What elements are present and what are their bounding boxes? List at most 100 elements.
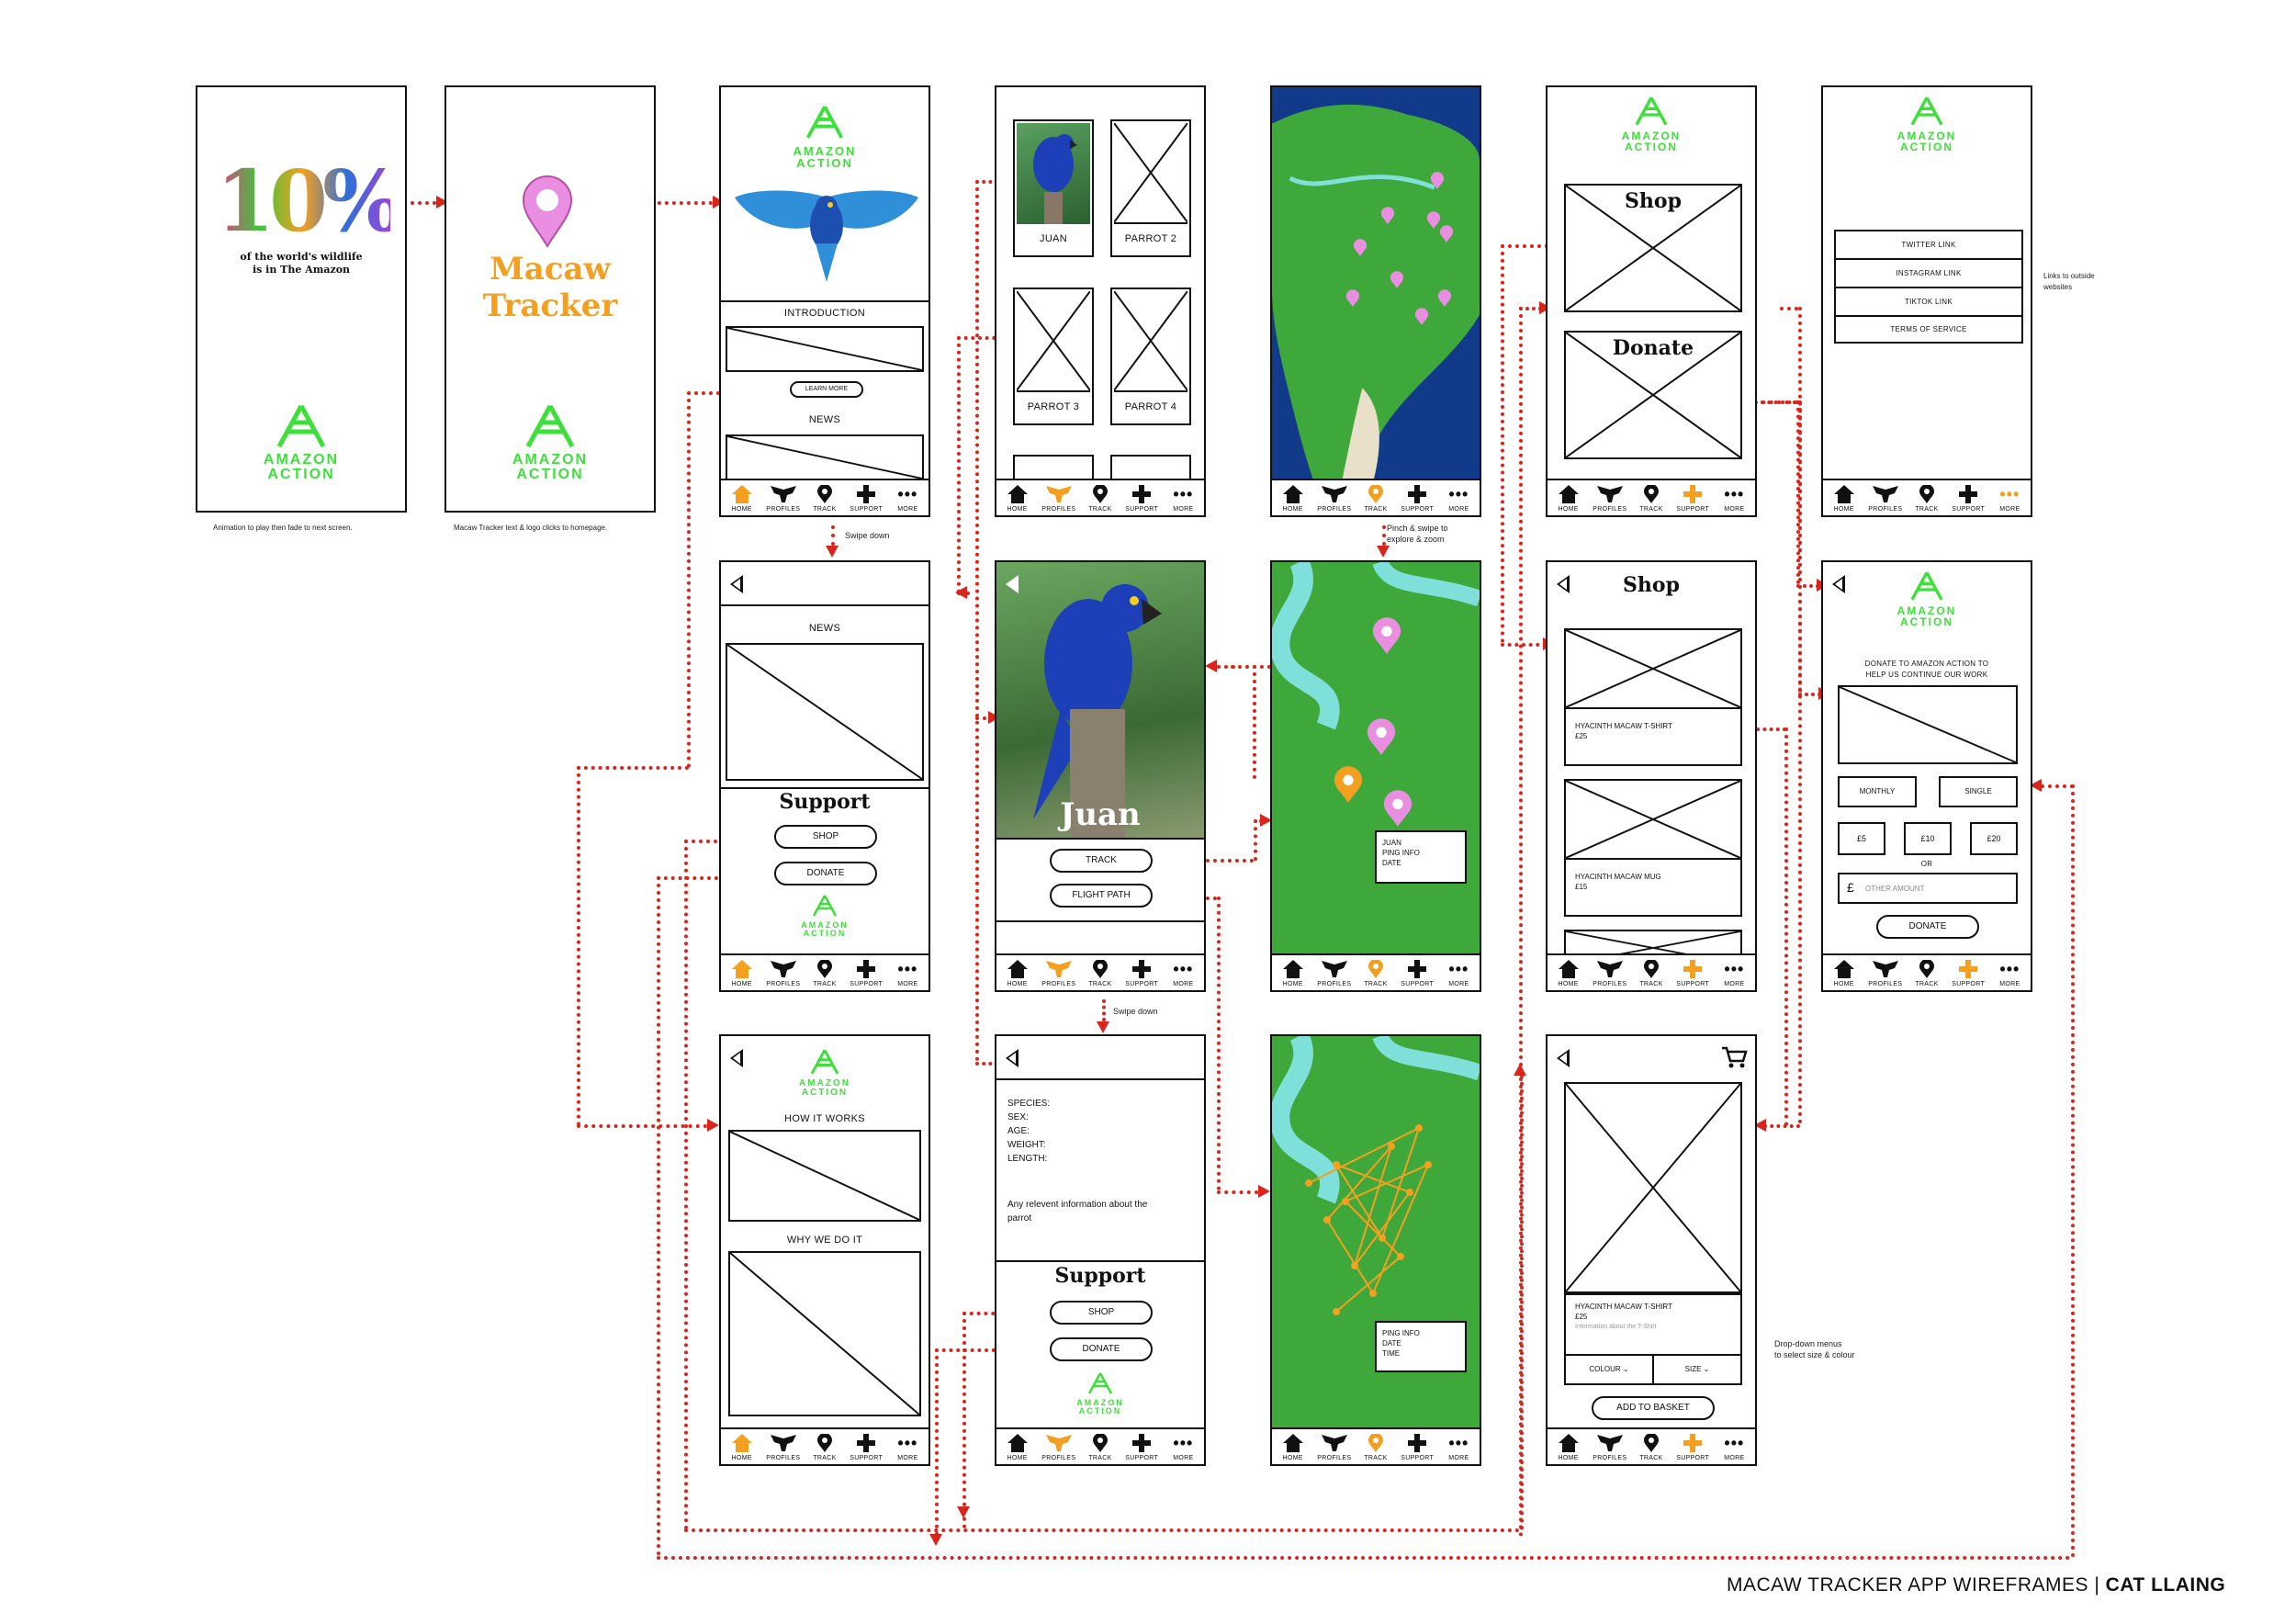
nav-support[interactable]: SUPPORT xyxy=(1399,1433,1435,1461)
flight-path-button[interactable]: FLIGHT PATH xyxy=(1050,884,1153,908)
nav-home[interactable]: HOME xyxy=(999,484,1036,513)
donate-button[interactable]: DONATE xyxy=(1050,1337,1153,1361)
back-icon[interactable] xyxy=(1832,575,1845,593)
nav-profiles[interactable]: PROFILES xyxy=(1041,484,1077,513)
pin-icon[interactable] xyxy=(1382,790,1413,829)
nav-support[interactable]: SUPPORT xyxy=(1399,484,1435,513)
other-amount-input[interactable]: £ OTHER AMOUNT xyxy=(1838,873,2018,904)
nav-support[interactable]: SUPPORT xyxy=(1123,484,1160,513)
nav-more[interactable]: •••MORE xyxy=(1724,960,1745,987)
amount-10[interactable]: £10 xyxy=(1904,822,1952,855)
back-icon[interactable] xyxy=(1557,575,1570,593)
nav-track[interactable]: TRACK xyxy=(1082,959,1119,987)
nav-home[interactable]: HOME xyxy=(1550,959,1587,987)
profile-card-juan[interactable]: JUAN xyxy=(1013,119,1094,257)
nav-profiles[interactable]: PROFILES xyxy=(1867,959,1904,987)
nav-more[interactable]: •••MORE xyxy=(1448,960,1469,987)
nav-track[interactable]: TRACK xyxy=(1357,484,1394,513)
nav-support[interactable]: SUPPORT xyxy=(1674,1433,1711,1461)
monthly-option[interactable]: MONTHLY xyxy=(1838,776,1917,807)
nav-support[interactable]: SUPPORT xyxy=(848,1433,884,1461)
nav-support[interactable]: SUPPORT xyxy=(1399,959,1435,987)
pin-icon[interactable] xyxy=(1366,718,1397,757)
pin-icon[interactable] xyxy=(1430,172,1445,190)
nav-more[interactable]: •••MORE xyxy=(897,960,918,987)
nav-track[interactable]: TRACK xyxy=(806,484,843,513)
nav-track[interactable]: TRACK xyxy=(1633,1433,1670,1461)
pin-icon[interactable] xyxy=(1371,617,1402,656)
nav-profiles[interactable]: PROFILES xyxy=(1316,484,1353,513)
south-america-map[interactable] xyxy=(1272,87,1480,515)
nav-home[interactable]: HOME xyxy=(724,484,760,513)
learn-more-button[interactable]: LEARN MORE xyxy=(790,381,863,398)
nav-profiles[interactable]: PROFILES xyxy=(1041,1433,1077,1461)
single-option[interactable]: SINGLE xyxy=(1939,776,2018,807)
pin-icon[interactable] xyxy=(1380,207,1395,225)
shop-button[interactable]: SHOP xyxy=(774,825,877,849)
amazon-action-logo[interactable]: AMAZON ACTION xyxy=(446,404,654,482)
shop-tile[interactable]: Shop xyxy=(1564,184,1742,312)
tracker-title-2[interactable]: Tracker xyxy=(482,288,618,324)
product-card-tshirt[interactable]: HYACINTH MACAW T-SHIRT £25 xyxy=(1564,628,1742,766)
tiktok-link[interactable]: TIKTOK LINK xyxy=(1836,288,2021,317)
profile-card-4[interactable]: PARROT 4 xyxy=(1110,288,1191,425)
nav-profiles[interactable]: PROFILES xyxy=(1041,959,1077,987)
nav-support[interactable]: SUPPORT xyxy=(1950,959,1986,987)
nav-home[interactable]: HOME xyxy=(1826,484,1863,513)
profile-card-2[interactable]: PARROT 2 xyxy=(1110,119,1191,257)
donate-submit-button[interactable]: DONATE xyxy=(1876,915,1979,939)
nav-home[interactable]: HOME xyxy=(1550,1433,1587,1461)
back-icon[interactable] xyxy=(1557,1049,1570,1067)
nav-track[interactable]: TRACK xyxy=(1908,484,1945,513)
pin-icon[interactable] xyxy=(1390,271,1404,289)
nav-home[interactable]: HOME xyxy=(724,1433,760,1461)
product-card-mug[interactable]: HYACINTH MACAW MUG £15 xyxy=(1564,779,1742,917)
nav-profiles[interactable]: PROFILES xyxy=(1592,1433,1628,1461)
nav-track[interactable]: TRACK xyxy=(1082,484,1119,513)
nav-more[interactable]: •••MORE xyxy=(1448,485,1469,513)
nav-home[interactable]: HOME xyxy=(1275,959,1311,987)
nav-home[interactable]: HOME xyxy=(1826,959,1863,987)
nav-profiles[interactable]: PROFILES xyxy=(1592,484,1628,513)
donate-button[interactable]: DONATE xyxy=(774,862,877,885)
pin-icon[interactable] xyxy=(1426,211,1441,230)
profile-card-3[interactable]: PARROT 3 xyxy=(1013,288,1094,425)
nav-support[interactable]: SUPPORT xyxy=(848,484,884,513)
nav-home[interactable]: HOME xyxy=(1550,484,1587,513)
nav-home[interactable]: HOME xyxy=(724,959,760,987)
nav-more[interactable]: •••MORE xyxy=(1173,1434,1194,1461)
nav-support[interactable]: SUPPORT xyxy=(848,959,884,987)
pin-icon[interactable] xyxy=(1414,308,1429,326)
donate-tile[interactable]: Donate xyxy=(1564,331,1742,459)
tracker-title-1[interactable]: Macaw xyxy=(490,251,611,288)
cart-icon[interactable] xyxy=(1720,1045,1748,1069)
nav-profiles[interactable]: PROFILES xyxy=(1316,959,1353,987)
nav-more[interactable]: •••MORE xyxy=(1448,1434,1469,1461)
nav-track[interactable]: TRACK xyxy=(806,959,843,987)
nav-more[interactable]: •••MORE xyxy=(1173,960,1194,987)
nav-more[interactable]: •••MORE xyxy=(1724,1434,1745,1461)
add-to-basket-button[interactable]: ADD TO BASKET xyxy=(1592,1396,1715,1420)
nav-home[interactable]: HOME xyxy=(1275,1433,1311,1461)
back-icon[interactable] xyxy=(730,575,743,593)
nav-support[interactable]: SUPPORT xyxy=(1123,959,1160,987)
juan-pin-icon[interactable] xyxy=(1333,766,1364,805)
track-button[interactable]: TRACK xyxy=(1050,849,1153,873)
nav-support[interactable]: SUPPORT xyxy=(1123,1433,1160,1461)
nav-track[interactable]: TRACK xyxy=(1908,959,1945,987)
shop-button[interactable]: SHOP xyxy=(1050,1301,1153,1325)
nav-profiles[interactable]: PROFILES xyxy=(765,1433,802,1461)
terms-link[interactable]: TERMS OF SERVICE xyxy=(1890,325,1967,333)
instagram-link[interactable]: INSTAGRAM LINK xyxy=(1836,260,2021,288)
size-dropdown[interactable]: SIZE ⌄ xyxy=(1654,1354,1740,1385)
nav-support[interactable]: SUPPORT xyxy=(1674,484,1711,513)
pin-icon[interactable] xyxy=(1439,225,1454,243)
nav-track[interactable]: TRACK xyxy=(1633,484,1670,513)
pin-icon[interactable] xyxy=(1353,239,1367,257)
nav-profiles[interactable]: PROFILES xyxy=(765,484,802,513)
nav-more[interactable]: •••MORE xyxy=(1999,485,2020,513)
back-icon[interactable] xyxy=(730,1049,743,1067)
pin-icon[interactable] xyxy=(1437,289,1452,308)
nav-home[interactable]: HOME xyxy=(999,1433,1036,1461)
nav-profiles[interactable]: PROFILES xyxy=(1316,1433,1353,1461)
